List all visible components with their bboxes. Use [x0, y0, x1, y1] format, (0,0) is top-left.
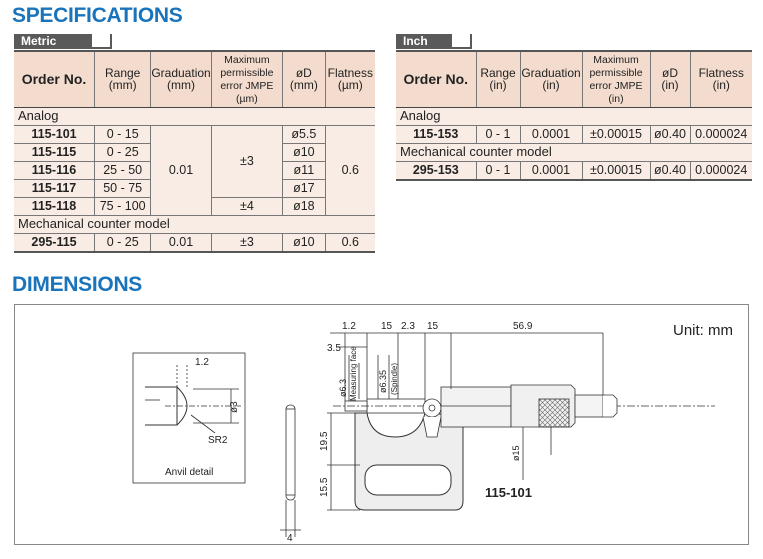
measuring-face-label: Measuring face [349, 346, 358, 401]
specifications-title: SPECIFICATIONS [12, 4, 183, 27]
header-graduation: Graduation(mm) [150, 50, 212, 108]
top-dim-5: 56.9 [513, 321, 533, 332]
pin-dim-4: 4 [287, 533, 293, 544]
anvil-dim-sr2: SR2 [208, 435, 228, 446]
table-row: 115-153 0 - 1 0.0001 ±0.00015 ø0.40 0.00… [396, 124, 752, 143]
header-od: øD(mm) [282, 50, 326, 108]
metric-tab-label: Metric [14, 34, 92, 49]
dimensions-title: DIMENSIONS [12, 273, 143, 296]
top-dim-4: 15 [427, 321, 439, 332]
table-row: 115-115 0 - 25 ø10 [14, 142, 375, 161]
header-order-no: Order No. [396, 50, 476, 108]
table-row: 115-118 75 - 100 ±4 ø18 [14, 196, 375, 215]
header-order-no: Order No. [14, 50, 95, 108]
table-row: 115-117 50 - 75 ø17 [14, 178, 375, 197]
analog-graduation: 0.01 [150, 124, 212, 215]
anvil-detail-label: Anvil detail [165, 467, 213, 478]
metric-tab-header: Metric [14, 34, 374, 49]
table-row: 295-115 0 - 25 0.01 ±3 ø10 0.6 [14, 232, 375, 253]
technical-drawing: Unit: mm 115-101 Anvil detail 1.2 ø3 SR2… [132, 321, 733, 544]
anvil-detail-frame [132, 352, 246, 484]
unit-label: Unit: mm [673, 322, 733, 339]
group-analog: Analog [400, 108, 441, 123]
table-row: 115-116 25 - 50 ø11 [14, 160, 375, 179]
header-range: Range(mm) [94, 50, 151, 108]
group-mechanical-counter: Mechanical counter model [14, 214, 375, 233]
dimensions-drawing-box: Unit: mm 115-101 Anvil detail 1.2 ø3 SR2… [14, 304, 749, 545]
dim-19-5: 19.5 [319, 431, 330, 451]
spindle-label: (Spindle) [390, 363, 399, 395]
header-od: øD(in) [649, 50, 690, 108]
top-dim-3: 2.3 [401, 321, 415, 332]
top-dim-1: 1.2 [342, 321, 356, 332]
group-analog: Analog [18, 108, 59, 123]
header-flatness: Flatness(µm) [324, 50, 375, 108]
model-label: 115-101 [485, 485, 532, 500]
analog-mpe-b: ±4 [210, 196, 283, 215]
header-range: Range(in) [475, 50, 520, 108]
analog-mpe-a: ±3 [210, 124, 283, 197]
dim-o6-3: ø6.3 [338, 379, 348, 397]
anvil-dim-o3: ø3 [229, 401, 240, 413]
anvil-dim-1-2: 1.2 [195, 357, 209, 368]
analog-flatness: 0.6 [324, 124, 375, 215]
inch-spec-table: Order No. Range(in) Graduation(in) Maxim… [396, 50, 752, 181]
group-mechanical-counter: Mechanical counter model [396, 142, 752, 161]
dim-o15: ø15 [511, 445, 521, 461]
dim-o6-35: ø6.35 [378, 370, 388, 393]
inch-tab-label: Inch [396, 34, 452, 49]
header-graduation: Graduation(in) [519, 50, 582, 108]
top-dim-2: 15 [381, 321, 393, 332]
dim-15-5: 15.5 [319, 477, 330, 497]
table-row: 115-101 0 - 15 0.01 ±3 ø5.5 0.6 [14, 124, 375, 215]
table-row: 295-153 0 - 1 0.0001 ±0.00015 ø0.40 0.00… [396, 160, 752, 181]
inch-tab-header: Inch [396, 34, 752, 49]
metric-spec-table: Order No. Range(mm) Graduation(mm) Maxim… [14, 50, 375, 253]
header-flatness: Flatness(in) [689, 50, 752, 108]
dim-3-5: 3.5 [327, 343, 341, 354]
